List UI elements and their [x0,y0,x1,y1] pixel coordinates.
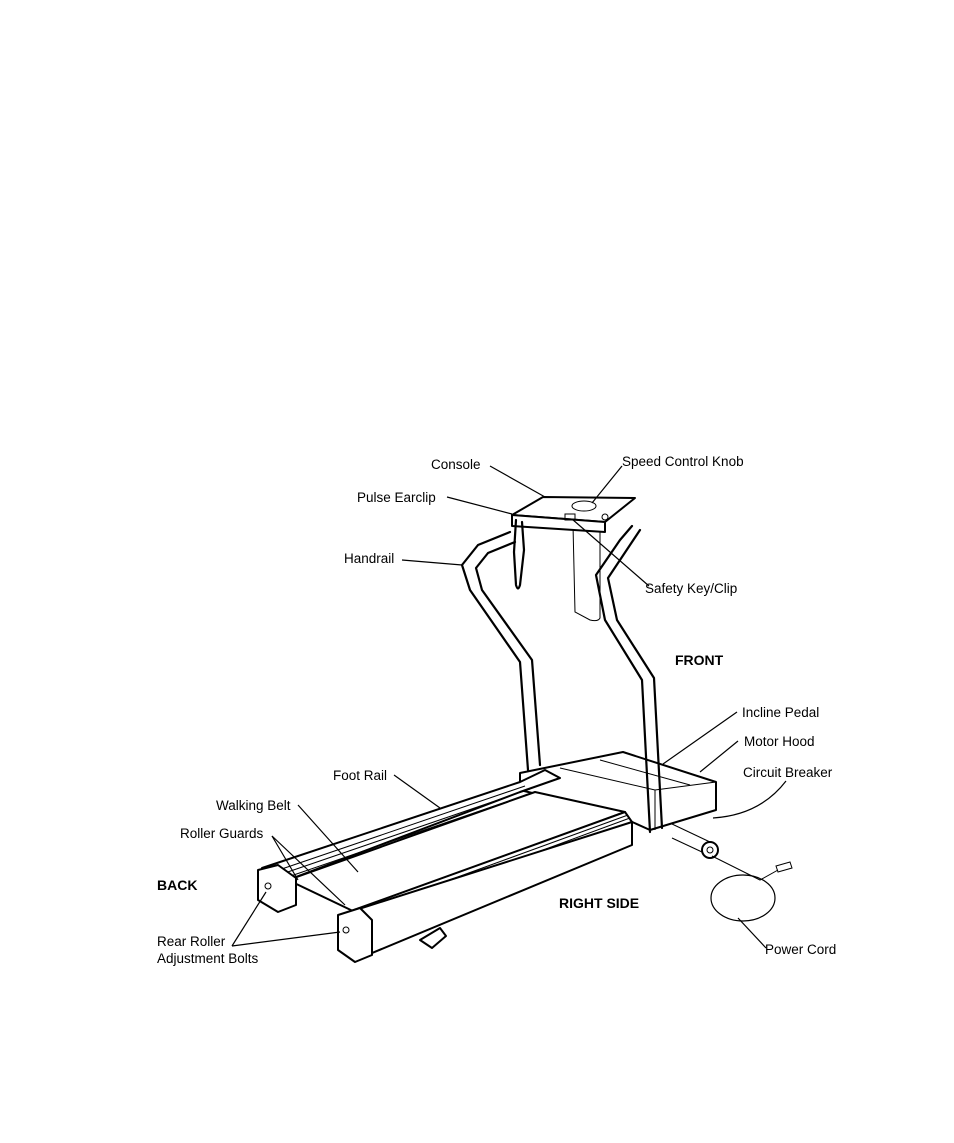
console [512,497,635,532]
label-walking-belt: Walking Belt [216,798,291,813]
label-right-side: RIGHT SIDE [559,895,639,911]
label-pulse-earclip: Pulse Earclip [357,490,436,505]
label-back: BACK [157,877,197,893]
pulse-earclip-cord [514,520,524,589]
label-incline-pedal: Incline Pedal [742,705,819,720]
label-safety-key-clip: Safety Key/Clip [645,581,737,596]
label-front: FRONT [675,652,724,668]
label-circuit-breaker: Circuit Breaker [743,765,833,780]
label-rear-roller: Rear Roller [157,934,226,949]
front-wheel [672,824,718,858]
label-foot-rail: Foot Rail [333,768,387,783]
label-motor-hood: Motor Hood [744,734,815,749]
label-power-cord: Power Cord [765,942,836,957]
label-roller-guards: Roller Guards [180,826,264,841]
label-speed-control-knob: Speed Control Knob [622,454,744,469]
power-cord [711,856,792,921]
label-handrail: Handrail [344,551,394,566]
label-console: Console [431,457,481,472]
label-adjustment-bolts: Adjustment Bolts [157,951,259,966]
